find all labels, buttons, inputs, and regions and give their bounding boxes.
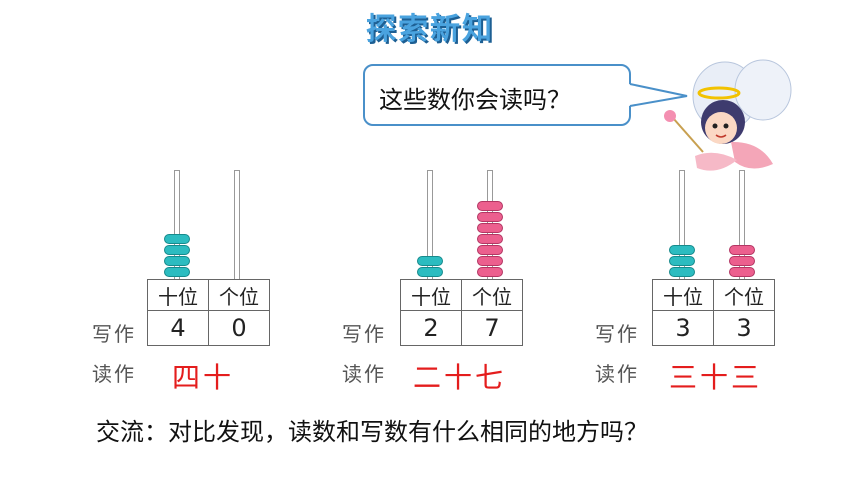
ones-digit: 7	[461, 310, 523, 346]
reading-answer: 三十三	[669, 361, 763, 394]
place-value-table-3: 十位 个位 3 3	[652, 279, 775, 346]
tens-digit: 3	[652, 310, 714, 346]
abacus-bead	[477, 267, 503, 277]
write-label: 写作	[342, 322, 386, 346]
read-label: 读作	[342, 362, 386, 386]
abacus-bead	[669, 245, 695, 255]
tens-header: 十位	[400, 279, 462, 311]
tens-digit: 2	[400, 310, 462, 346]
fairy-icon	[664, 59, 792, 171]
section-title: 探索新知	[366, 12, 494, 47]
abacus-2	[400, 170, 560, 290]
speech-bubble-tail	[629, 83, 688, 107]
abacus-bead	[164, 245, 190, 255]
discussion-question: 交流：对比发现，读数和写数有什么相同的地方吗？	[96, 418, 648, 446]
write-label: 写作	[595, 322, 639, 346]
read-label: 读作	[595, 362, 639, 386]
ones-digit: 0	[208, 310, 270, 346]
tens-header: 十位	[652, 279, 714, 311]
abacus-bead	[477, 256, 503, 266]
abacus-bead	[669, 256, 695, 266]
abacus-bead	[164, 267, 190, 277]
abacus-bead	[729, 245, 755, 255]
ones-header: 个位	[208, 279, 270, 311]
speech-bubble-text: 这些数你会读吗？	[379, 86, 571, 114]
abacus-bead	[164, 234, 190, 244]
read-label: 读作	[92, 362, 136, 386]
speech-bubble: 这些数你会读吗？	[363, 64, 631, 126]
write-label: 写作	[92, 322, 136, 346]
abacus-bead	[477, 201, 503, 211]
abacus-bead	[669, 267, 695, 277]
abacus-bead	[729, 256, 755, 266]
abacus-3	[652, 170, 812, 290]
abacus-bead	[729, 267, 755, 277]
abacus-bead	[477, 234, 503, 244]
abacus-bead	[477, 245, 503, 255]
ones-header: 个位	[713, 279, 775, 311]
reading-answer: 四十	[172, 361, 235, 394]
place-value-table-1: 十位 个位 4 0	[147, 279, 270, 346]
tens-digit: 4	[147, 310, 209, 346]
ones-header: 个位	[461, 279, 523, 311]
ones-rod	[234, 170, 240, 280]
tens-header: 十位	[147, 279, 209, 311]
abacus-bead	[164, 256, 190, 266]
abacus-bead	[477, 212, 503, 222]
abacus-1	[147, 170, 307, 290]
abacus-bead	[477, 223, 503, 233]
reading-answer: 二十七	[413, 361, 507, 394]
place-value-table-2: 十位 个位 2 7	[400, 279, 523, 346]
section-header: 探索新知	[330, 4, 530, 50]
abacus-bead	[417, 267, 443, 277]
abacus-bead	[417, 256, 443, 266]
ones-digit: 3	[713, 310, 775, 346]
